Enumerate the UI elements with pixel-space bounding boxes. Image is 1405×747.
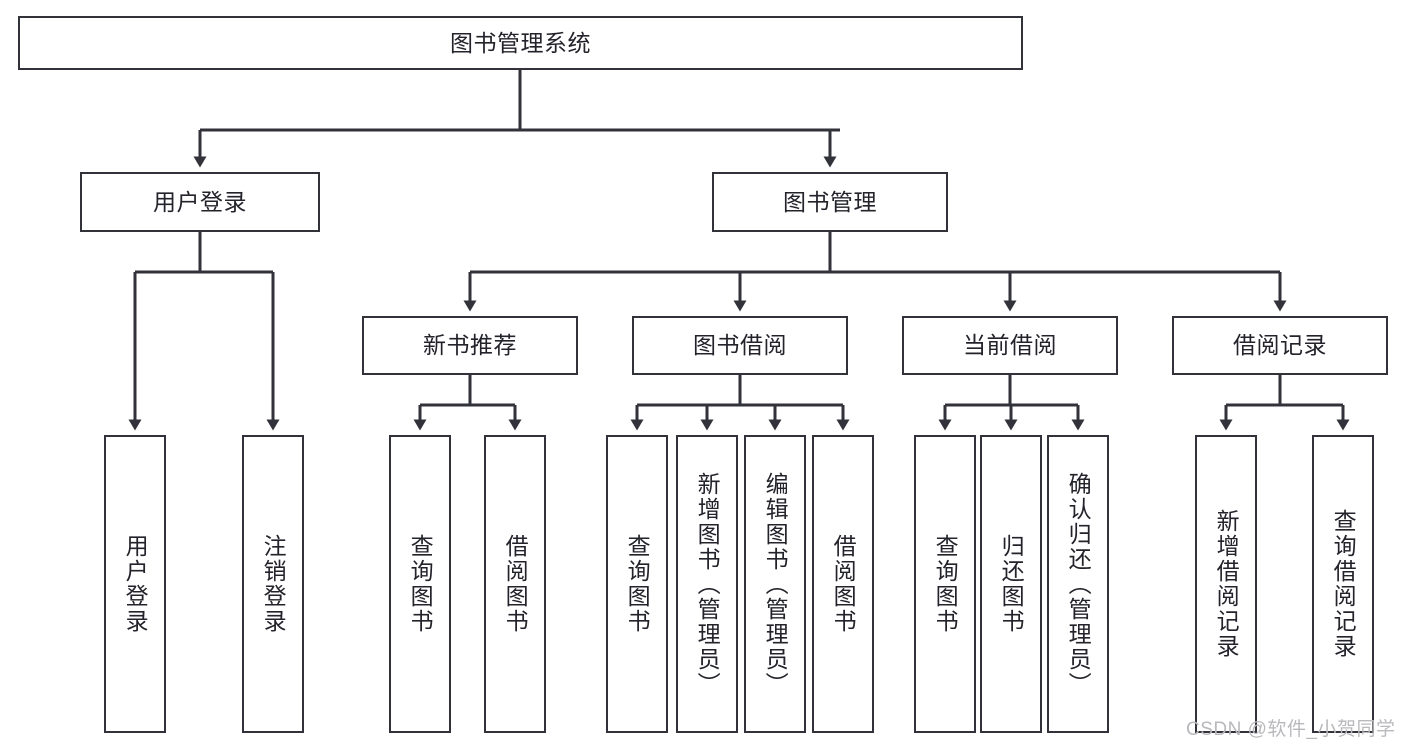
leaf-return-book[interactable]: 归还图书 [980, 435, 1042, 733]
node-book-management-label: 图书管理 [783, 188, 877, 215]
leaf-query-book-current-label: 查询图书 [932, 534, 959, 634]
leaf-logout-label: 注销登录 [260, 534, 287, 634]
node-book-borrow[interactable]: 图书借阅 [632, 316, 848, 375]
leaf-query-borrow-record-label: 查询借阅记录 [1330, 509, 1357, 659]
leaf-query-book-borrow-label: 查询图书 [624, 534, 651, 634]
node-new-book-recommend-label: 新书推荐 [423, 332, 517, 359]
leaf-borrow-book-label: 借阅图书 [830, 534, 857, 634]
leaf-user-login-label: 用户登录 [122, 534, 149, 634]
leaf-add-book-admin[interactable]: 新增图书（管理员） [676, 435, 738, 733]
leaf-add-borrow-record-label: 新增借阅记录 [1213, 509, 1240, 659]
leaf-logout[interactable]: 注销登录 [242, 435, 304, 733]
node-borrow-records[interactable]: 借阅记录 [1172, 316, 1388, 375]
node-root[interactable]: 图书管理系统 [18, 16, 1023, 70]
leaf-query-book-borrow[interactable]: 查询图书 [606, 435, 668, 733]
leaf-edit-book-admin[interactable]: 编辑图书（管理员） [744, 435, 806, 733]
node-new-book-recommend[interactable]: 新书推荐 [362, 316, 578, 375]
leaf-confirm-return-admin[interactable]: 确认归还（管理员） [1047, 435, 1109, 733]
node-book-management[interactable]: 图书管理 [712, 172, 948, 232]
leaf-edit-book-admin-label: 编辑图书（管理员） [762, 471, 789, 697]
leaf-confirm-return-admin-label: 确认归还（管理员） [1065, 471, 1092, 697]
leaf-query-book-recommend[interactable]: 查询图书 [389, 435, 451, 733]
leaf-return-book-label: 归还图书 [998, 534, 1025, 634]
leaf-borrow-book[interactable]: 借阅图书 [812, 435, 874, 733]
node-current-borrow-label: 当前借阅 [963, 332, 1057, 359]
leaf-add-book-admin-label: 新增图书（管理员） [694, 471, 721, 697]
leaf-add-borrow-record[interactable]: 新增借阅记录 [1195, 435, 1257, 733]
node-borrow-records-label: 借阅记录 [1233, 332, 1327, 359]
node-user-login-label: 用户登录 [153, 188, 247, 215]
node-book-borrow-label: 图书借阅 [693, 332, 787, 359]
leaf-user-login[interactable]: 用户登录 [104, 435, 166, 733]
leaf-query-borrow-record[interactable]: 查询借阅记录 [1312, 435, 1374, 733]
csdn-watermark: CSDN @软件_小贺同学 [1186, 719, 1396, 740]
leaf-query-book-current[interactable]: 查询图书 [914, 435, 976, 733]
node-root-label: 图书管理系统 [450, 29, 591, 56]
leaf-query-book-recommend-label: 查询图书 [407, 534, 434, 634]
node-current-borrow[interactable]: 当前借阅 [902, 316, 1118, 375]
leaf-borrow-book-recommend-label: 借阅图书 [502, 534, 529, 634]
leaf-borrow-book-recommend[interactable]: 借阅图书 [484, 435, 546, 733]
node-user-login[interactable]: 用户登录 [80, 172, 320, 232]
